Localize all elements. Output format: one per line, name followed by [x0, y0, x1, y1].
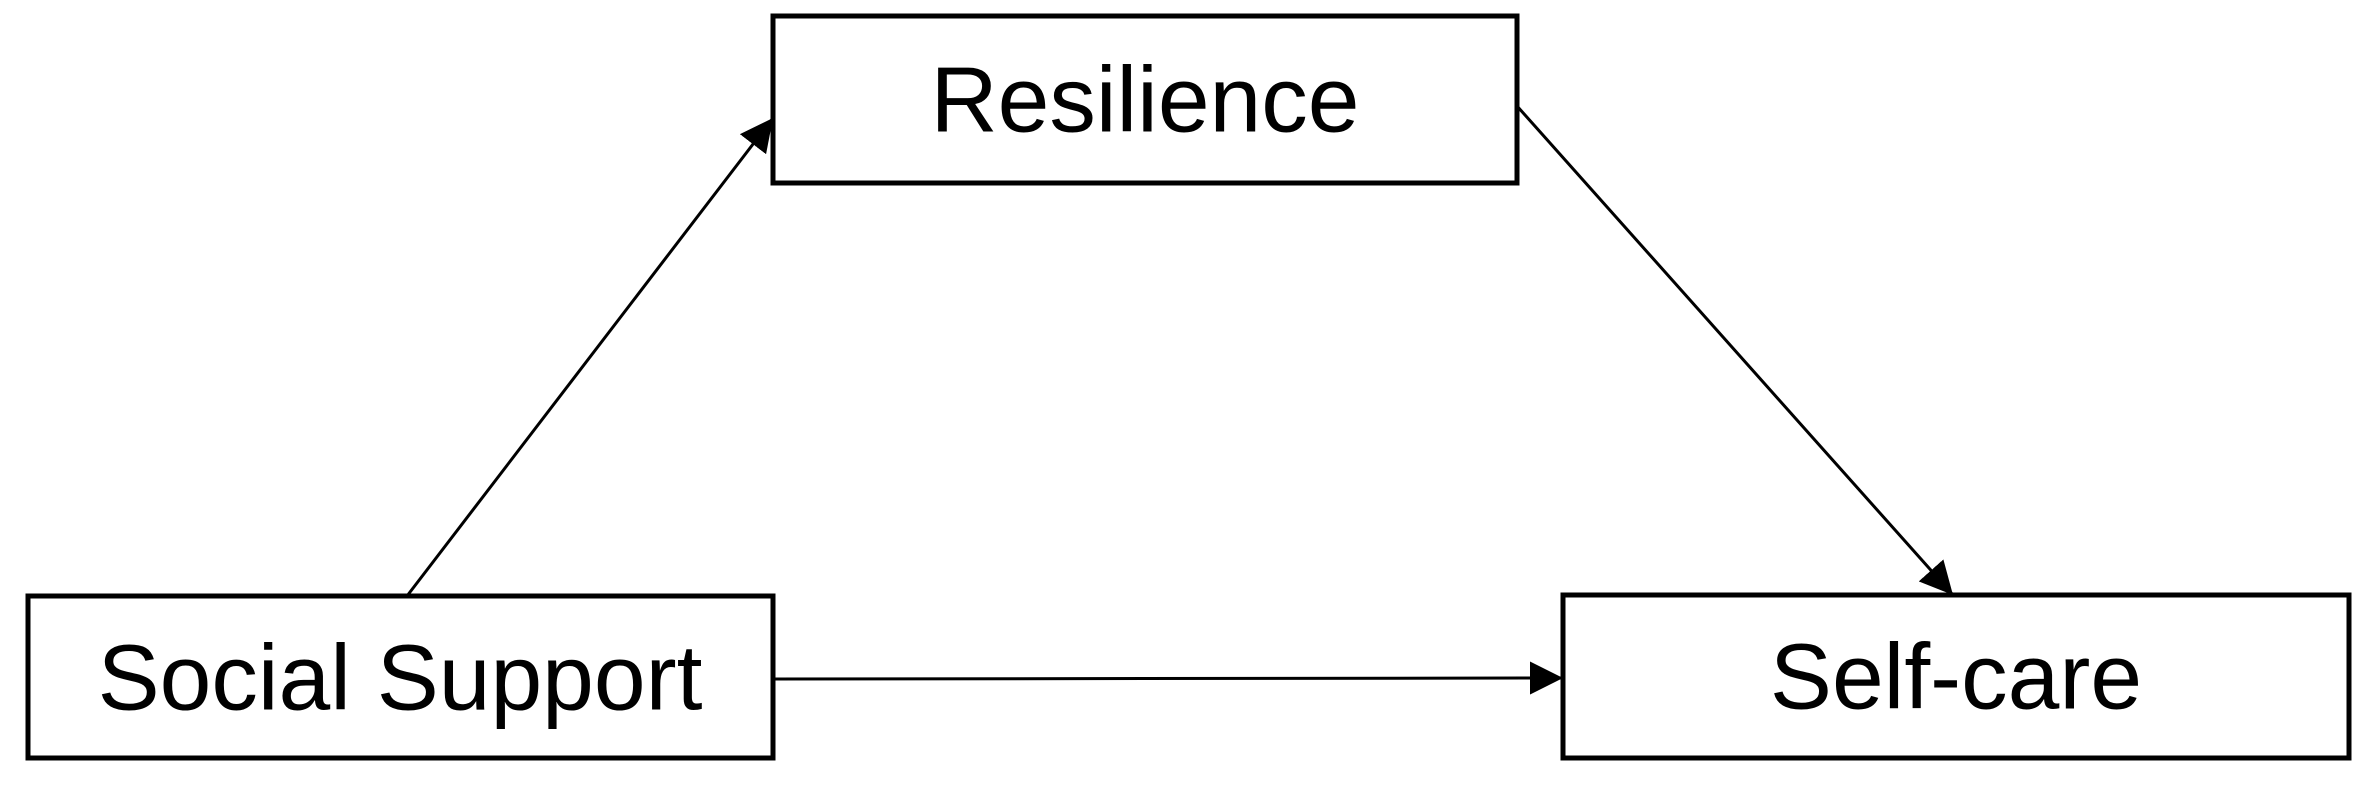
- node-self-care: Self-care: [1560, 592, 2352, 761]
- node-resilience-box: [770, 13, 1520, 186]
- node-resilience-label: Resilience: [930, 48, 1359, 152]
- node-resilience: Resilience: [770, 13, 1520, 186]
- node-social-support-box: [25, 593, 776, 761]
- arrow-social-support-to-self-care: [772, 661, 1564, 695]
- node-self-care-label: Self-care: [1770, 625, 2142, 729]
- arrow-resilience-to-self-care: [1515, 105, 1955, 596]
- node-social-support: Social Support: [25, 593, 776, 761]
- node-social-support-label: Social Support: [98, 626, 703, 730]
- node-self-care-box: [1560, 592, 2352, 761]
- arrow-social-support-to-resilience: [405, 117, 775, 597]
